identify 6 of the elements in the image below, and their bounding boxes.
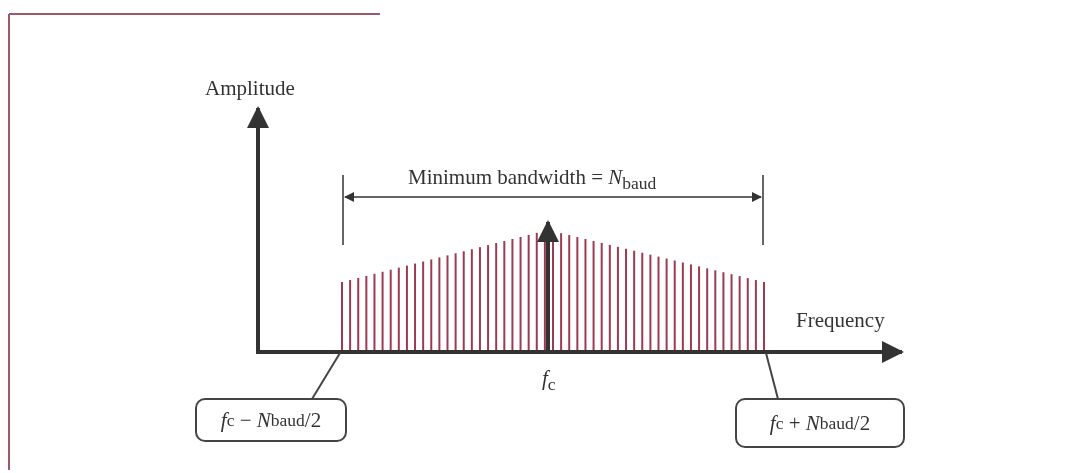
dimension-label: Minimum bandwidth = N$_{baud}$: [408, 167, 657, 193]
leader-line: [311, 352, 341, 400]
axis-label: Amplitude: [205, 78, 295, 99]
tick-label: f$_{c}$: [542, 368, 556, 394]
axis-label: Frequency: [796, 310, 885, 331]
leader-line: [765, 352, 779, 400]
